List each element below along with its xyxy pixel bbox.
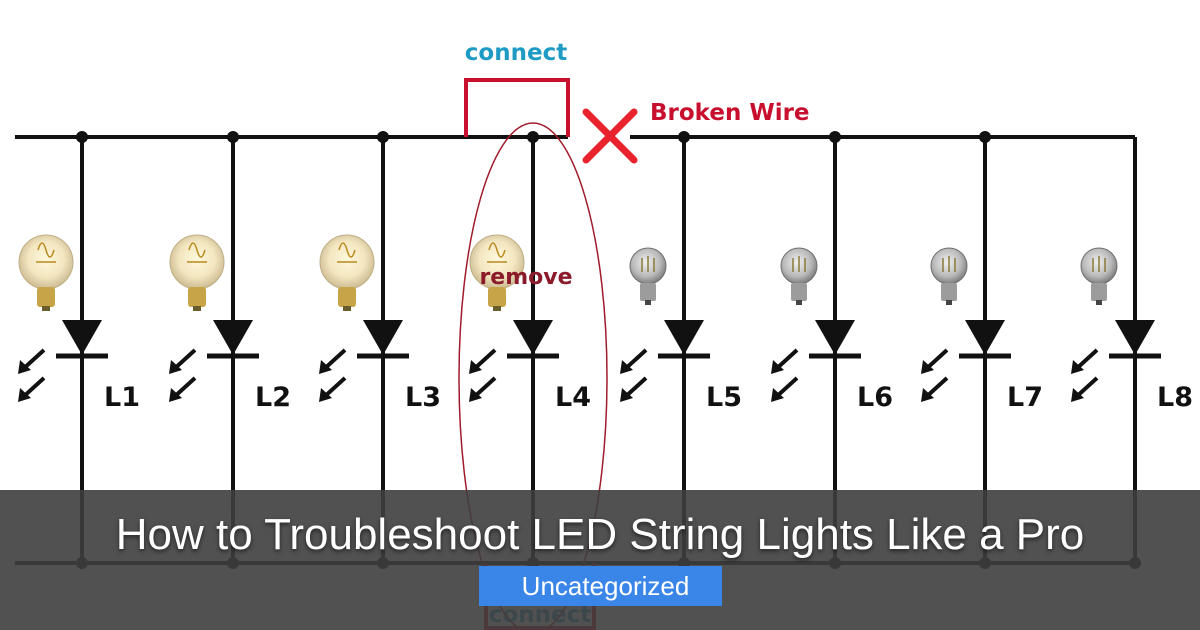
bulb-tip [796, 300, 802, 305]
bulb-filament [942, 256, 956, 272]
bulb-base [37, 287, 55, 307]
light-arrow-head [319, 388, 332, 402]
bulb-filament [792, 256, 806, 272]
bulb-base [488, 287, 506, 307]
post-title[interactable]: How to Troubleshoot LED String Lights Li… [115, 510, 1085, 559]
light-label: L2 [255, 382, 291, 413]
light-arrow-head [620, 360, 633, 374]
edison-bulb-icon [169, 234, 225, 311]
title-overlay [0, 490, 1200, 630]
remove-ellipse [458, 122, 608, 630]
light-unit: L8 [1071, 137, 1193, 569]
bulb-tip [343, 306, 351, 311]
junction-dot [979, 131, 991, 143]
light-unit: L2 [169, 131, 291, 569]
edison-bulb-icon [319, 234, 375, 311]
bulb-base [640, 283, 656, 301]
led-diode-icon [1115, 320, 1155, 355]
light-arrow-head [469, 360, 482, 374]
led-bulb-icon [629, 247, 667, 305]
broken-wire-label: Broken Wire [650, 100, 810, 126]
broken-x-icon [582, 108, 638, 164]
light-arrow-head [169, 360, 182, 374]
bulb-filament [36, 242, 56, 263]
light-arrow-head [921, 360, 934, 374]
led-diode-icon [664, 320, 704, 355]
junction-dot [76, 131, 88, 143]
bulb-tip [645, 300, 651, 305]
bulb-tip [42, 306, 50, 311]
led-diode-icon [513, 320, 553, 355]
led-diode-icon [965, 320, 1005, 355]
light-label: L6 [857, 382, 893, 413]
bulb-filament [337, 242, 357, 263]
light-arrow-head [319, 360, 332, 374]
light-arrow-head [169, 388, 182, 402]
light-label: L7 [1007, 382, 1043, 413]
light-label: L3 [405, 382, 441, 413]
light-label: L5 [706, 382, 742, 413]
light-units: L1 L2 L3 L4 L5 L6 L7 L8 [18, 131, 1193, 569]
bulb-base [338, 287, 356, 307]
bulb-tip [193, 306, 201, 311]
edison-bulb-icon [18, 234, 74, 311]
light-arrow-head [469, 388, 482, 402]
edison-bulb-icon [469, 234, 525, 311]
junction-dot [377, 131, 389, 143]
led-bulb-icon [930, 247, 968, 305]
bulb-filament [487, 242, 507, 263]
junction-dot [829, 131, 841, 143]
bulb-tip [493, 306, 501, 311]
led-diode-icon [62, 320, 102, 355]
light-arrow-head [1071, 360, 1084, 374]
light-arrow-head [771, 360, 784, 374]
light-arrow-head [18, 360, 31, 374]
junction-dot [527, 131, 539, 143]
bulb-base [791, 283, 807, 301]
light-label: L8 [1157, 382, 1193, 413]
light-arrow-head [620, 388, 633, 402]
light-arrow-head [771, 388, 784, 402]
led-diode-icon [213, 320, 253, 355]
light-arrow-head [921, 388, 934, 402]
light-label: L1 [104, 382, 140, 413]
bulb-tip [946, 300, 952, 305]
light-arrow-head [18, 388, 31, 402]
connect-jumper-top [464, 78, 570, 137]
bulb-filament [187, 242, 207, 263]
remove-label: remove [479, 265, 572, 290]
connect-top-label: connect [465, 40, 567, 66]
category-badge[interactable]: Uncategorized [479, 566, 722, 606]
led-diode-icon [363, 320, 403, 355]
light-arrow-head [1071, 388, 1084, 402]
category-label: Uncategorized [521, 570, 690, 601]
light-unit: L7 [921, 131, 1043, 569]
bulb-filament [1092, 256, 1106, 272]
led-bulb-icon [1080, 247, 1118, 305]
bulb-tip [1096, 300, 1102, 305]
led-bulb-icon [780, 247, 818, 305]
bulb-base [1091, 283, 1107, 301]
bulb-filament [641, 256, 655, 272]
junction-dot [678, 131, 690, 143]
light-unit: L6 [771, 131, 893, 569]
junction-dot [227, 131, 239, 143]
light-label: L4 [555, 382, 591, 413]
bulb-base [941, 283, 957, 301]
led-diode-icon [815, 320, 855, 355]
bulb-base [188, 287, 206, 307]
